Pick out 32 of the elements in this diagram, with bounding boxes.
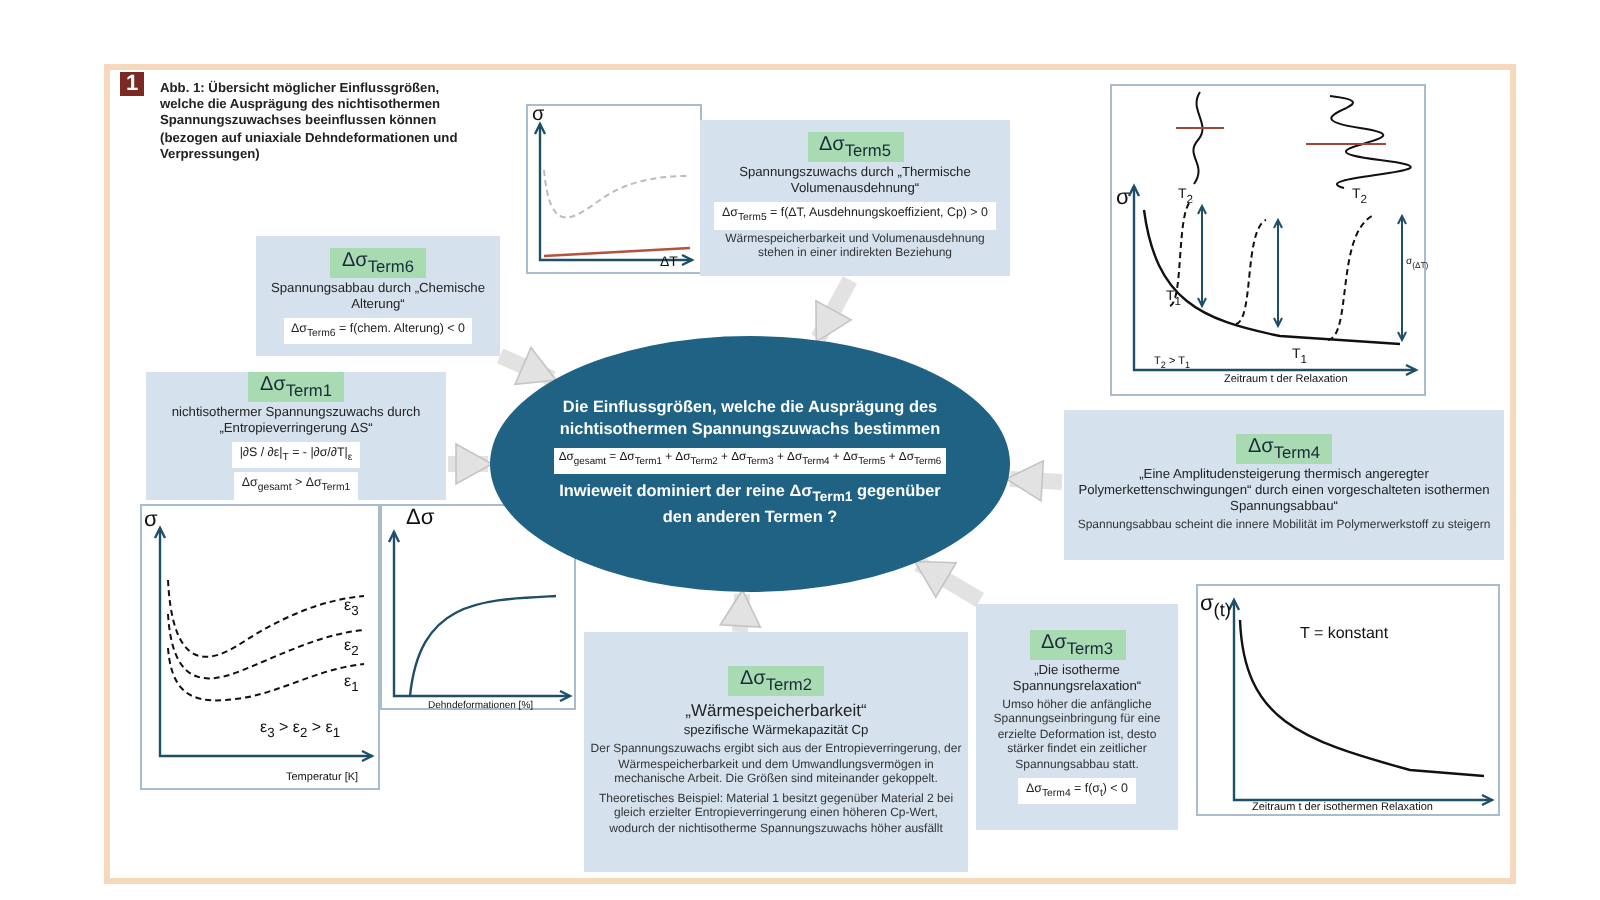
- term-box: [146, 372, 446, 500]
- question-text: Inwieweit dominiert der reine Δσ$_{Term1}$ gegenüber den anderen Termen ?: [557, 481, 943, 530]
- axis-label: Δσ: [406, 506, 435, 530]
- axis-label: σ: [1116, 186, 1130, 210]
- term-heading: Δσ$_{Term5}$: [807, 132, 903, 163]
- figure-number: 1: [120, 72, 145, 96]
- term-heading: Δσ$_{Term1}$: [248, 372, 344, 403]
- block-arrow: [719, 589, 762, 633]
- block-arrow: [496, 346, 557, 386]
- axis-label: σ: [144, 508, 158, 532]
- term-box: [584, 632, 968, 872]
- chart-note: T = konstant: [1300, 624, 1389, 642]
- curve-label: ε$_{2}$: [344, 636, 359, 660]
- term-box: [1064, 410, 1504, 560]
- curve-label: ε$_{3}$: [344, 596, 359, 620]
- term-box: [700, 120, 1010, 276]
- block-arrow: [448, 443, 493, 485]
- axis-label: σ: [532, 104, 545, 126]
- axis-label: σ$_{(t)}$: [1200, 592, 1231, 621]
- curve-label: ε$_{3}$ > ε$_{2}$ > ε$_{1}$: [260, 718, 341, 742]
- curve-label: ε$_{1}$: [344, 672, 359, 696]
- term-heading: Δσ$_{Term3}$: [1029, 629, 1125, 660]
- term-heading: Δσ$_{Term2}$: [728, 665, 824, 696]
- description-text: „Wärmespeicherbarkeit“: [685, 699, 867, 721]
- term-box: [976, 604, 1178, 830]
- block-arrow: [811, 276, 858, 343]
- term-heading: Δσ$_{Term4}$: [1236, 434, 1332, 465]
- question-text: Die Einflussgrößen, welche die Ausprägung des nichtisothermen Spannungszuwachs bestimmen: [557, 398, 943, 441]
- term-box: [256, 236, 500, 356]
- block-arrow: [1005, 460, 1063, 502]
- block-arrow: [914, 556, 985, 607]
- term-heading: Δσ$_{Term6}$: [330, 247, 426, 278]
